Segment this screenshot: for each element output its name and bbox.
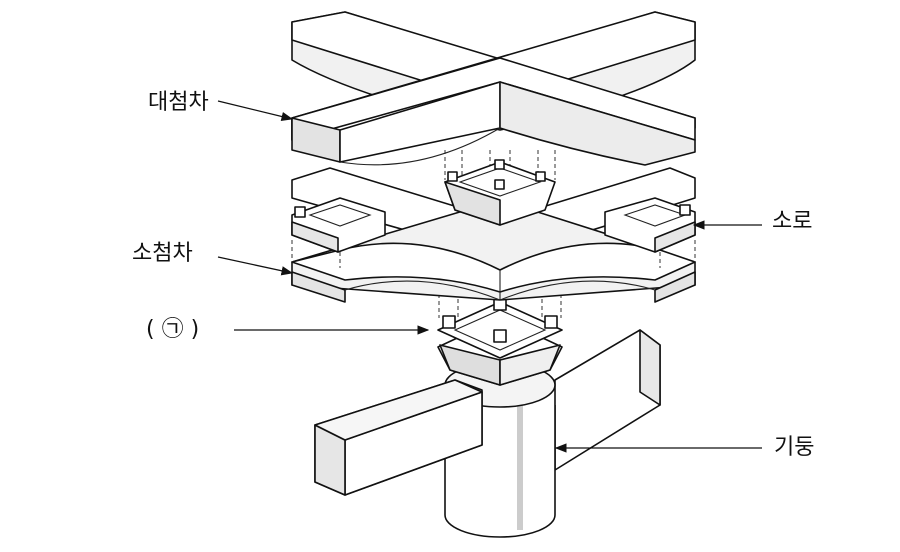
column-and-beam xyxy=(314,329,661,538)
large-bracket-cross xyxy=(291,11,696,166)
label-large-bracket: 대첨차 xyxy=(148,90,209,115)
guide-lines-upper xyxy=(291,150,696,268)
bearing-block-left xyxy=(291,197,386,253)
small-bracket-cross xyxy=(291,167,696,303)
label-bearing-block: 소로 xyxy=(772,209,813,234)
label-small-bracket: 소첨차 xyxy=(132,241,193,266)
bearing-block-center xyxy=(444,159,556,226)
label-bracket-base: ( ㉠ ) xyxy=(146,317,200,342)
label-column: 기둥 xyxy=(774,435,815,460)
bearing-block-right xyxy=(604,197,696,253)
arrow-large-bracket xyxy=(217,100,294,122)
bracket-base-block xyxy=(437,297,563,386)
arrow-small-bracket xyxy=(217,256,294,276)
